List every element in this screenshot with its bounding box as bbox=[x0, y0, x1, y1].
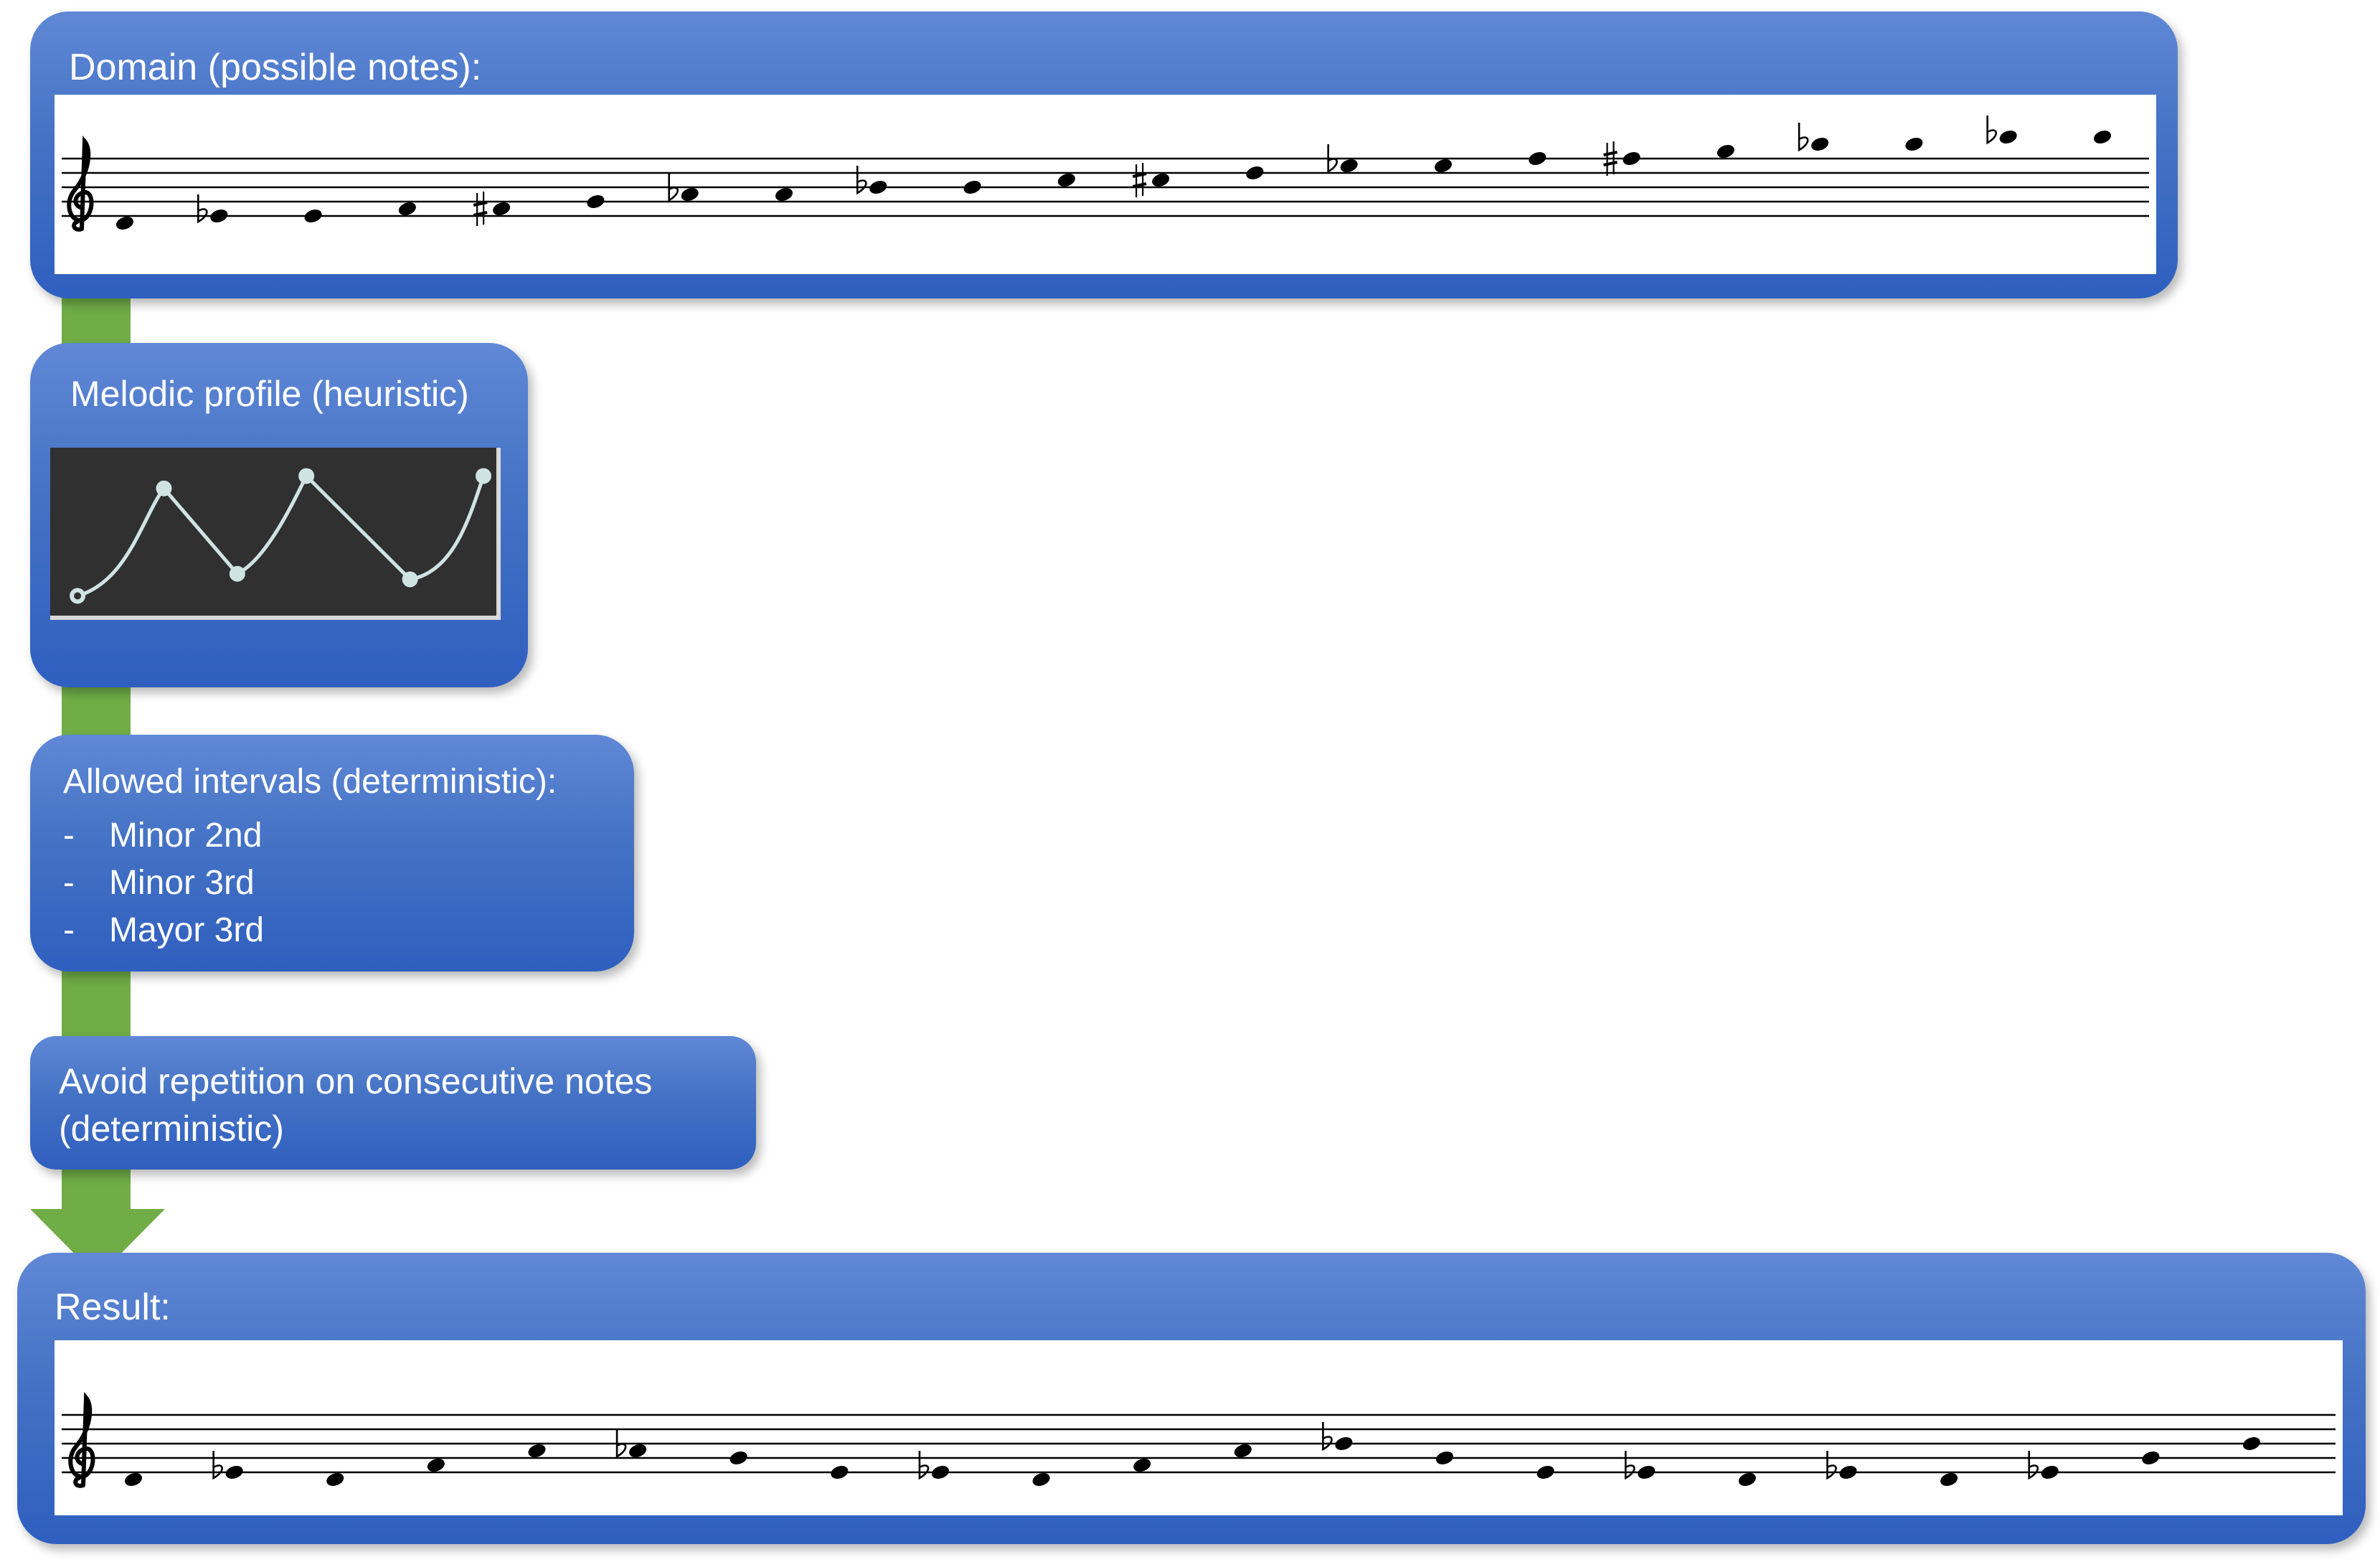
note-head bbox=[869, 181, 887, 194]
note-head bbox=[1234, 1444, 1252, 1457]
note-head bbox=[2142, 1452, 2160, 1464]
note-head bbox=[493, 202, 511, 215]
note-head bbox=[1839, 1466, 1857, 1479]
repetition-line-1: Avoid repetition on consecutive notes bbox=[59, 1061, 653, 1101]
repetition-box: Avoid repetition on consecutive notes (d… bbox=[30, 1036, 756, 1170]
note-head bbox=[629, 1444, 647, 1457]
intervals-box: Allowed intervals (deterministic): -Mino… bbox=[30, 735, 634, 971]
note-head bbox=[225, 1466, 243, 1479]
note-head bbox=[1811, 138, 1829, 151]
sharp-icon bbox=[1603, 141, 1618, 176]
flat-icon bbox=[197, 194, 208, 224]
profile-point bbox=[229, 565, 245, 582]
profile-curve bbox=[77, 473, 486, 598]
note-head bbox=[1340, 159, 1358, 172]
profile-point bbox=[298, 468, 315, 484]
note-head bbox=[1434, 159, 1453, 172]
flat-icon bbox=[1322, 1422, 1333, 1452]
note-head bbox=[1335, 1437, 1353, 1450]
profile-graph bbox=[50, 448, 501, 620]
sharp-icon bbox=[473, 192, 488, 226]
note-head bbox=[398, 202, 416, 215]
treble-clef-icon bbox=[67, 136, 94, 232]
note-head bbox=[1716, 145, 1734, 158]
treble-clef-icon bbox=[68, 1392, 95, 1488]
interval-label: Mayor 3rd bbox=[109, 911, 265, 949]
note-head bbox=[427, 1459, 445, 1472]
note-head bbox=[681, 188, 699, 201]
interval-label: Minor 3rd bbox=[109, 864, 255, 902]
note-head bbox=[124, 1473, 143, 1486]
note-head bbox=[1246, 166, 1264, 179]
flow-arrow-down-icon bbox=[30, 1209, 165, 1277]
domain-staff-svg bbox=[62, 116, 2149, 232]
note-head bbox=[304, 210, 322, 222]
domain-box: Domain (possible notes): bbox=[30, 11, 2178, 298]
note-head bbox=[1529, 152, 1546, 165]
flat-icon bbox=[668, 173, 679, 202]
note-head bbox=[931, 1466, 949, 1479]
note-head bbox=[210, 210, 228, 222]
list-dash: - bbox=[63, 817, 75, 855]
note-head bbox=[775, 188, 793, 201]
flat-icon bbox=[1986, 116, 1997, 145]
note-head bbox=[1032, 1473, 1050, 1486]
flat-icon bbox=[918, 1451, 930, 1480]
note-head bbox=[1057, 174, 1075, 187]
profile-box: Melodic profile (heuristic) bbox=[30, 343, 528, 687]
note-head bbox=[2242, 1437, 2261, 1450]
flat-icon bbox=[1798, 123, 1809, 152]
note-head bbox=[1133, 1459, 1151, 1472]
flat-icon bbox=[2028, 1451, 2039, 1480]
note-head bbox=[2041, 1466, 2059, 1479]
domain-staff bbox=[55, 95, 2156, 274]
note-head bbox=[1623, 152, 1640, 165]
flat-icon bbox=[212, 1451, 223, 1480]
sharp-icon bbox=[1132, 163, 1147, 197]
list-dash: - bbox=[63, 864, 75, 902]
profile-graph-svg bbox=[70, 468, 491, 604]
interval-label: Minor 2nd bbox=[109, 817, 263, 855]
list-dash: - bbox=[63, 911, 75, 949]
profile-title: Melodic profile (heuristic) bbox=[70, 374, 469, 414]
flat-icon bbox=[615, 1429, 627, 1459]
result-box: Result: bbox=[17, 1253, 2366, 1544]
note-head bbox=[326, 1473, 344, 1486]
note-head bbox=[1999, 131, 2017, 144]
flat-icon bbox=[1826, 1451, 1837, 1480]
note-head bbox=[963, 181, 981, 194]
flat-icon bbox=[1624, 1451, 1635, 1480]
repetition-line-2: (deterministic) bbox=[59, 1109, 284, 1149]
note-head bbox=[1536, 1466, 1554, 1479]
repetition-text: Avoid repetition on consecutive notes (d… bbox=[59, 1058, 652, 1152]
note-head bbox=[2093, 131, 2112, 144]
result-staff bbox=[55, 1340, 2343, 1515]
profile-point bbox=[156, 480, 172, 497]
note-head bbox=[1152, 174, 1170, 187]
note-head bbox=[115, 217, 134, 230]
note-head bbox=[1738, 1473, 1756, 1486]
intervals-title: Allowed intervals (deterministic): bbox=[63, 763, 557, 801]
result-title: Result: bbox=[55, 1286, 171, 1328]
note-head bbox=[729, 1452, 747, 1464]
profile-point bbox=[402, 571, 418, 588]
note-head bbox=[831, 1466, 849, 1479]
note-head bbox=[1940, 1473, 1958, 1486]
profile-point bbox=[475, 468, 491, 484]
profile-start-marker bbox=[74, 592, 82, 600]
note-head bbox=[587, 195, 605, 208]
result-staff-svg bbox=[62, 1392, 2336, 1488]
note-head bbox=[528, 1444, 546, 1457]
flat-icon bbox=[856, 166, 867, 195]
note-head bbox=[1638, 1466, 1656, 1479]
note-head bbox=[1436, 1452, 1454, 1464]
note-head bbox=[1905, 138, 1923, 151]
flat-icon bbox=[1327, 144, 1338, 174]
domain-title: Domain (possible notes): bbox=[69, 47, 482, 88]
